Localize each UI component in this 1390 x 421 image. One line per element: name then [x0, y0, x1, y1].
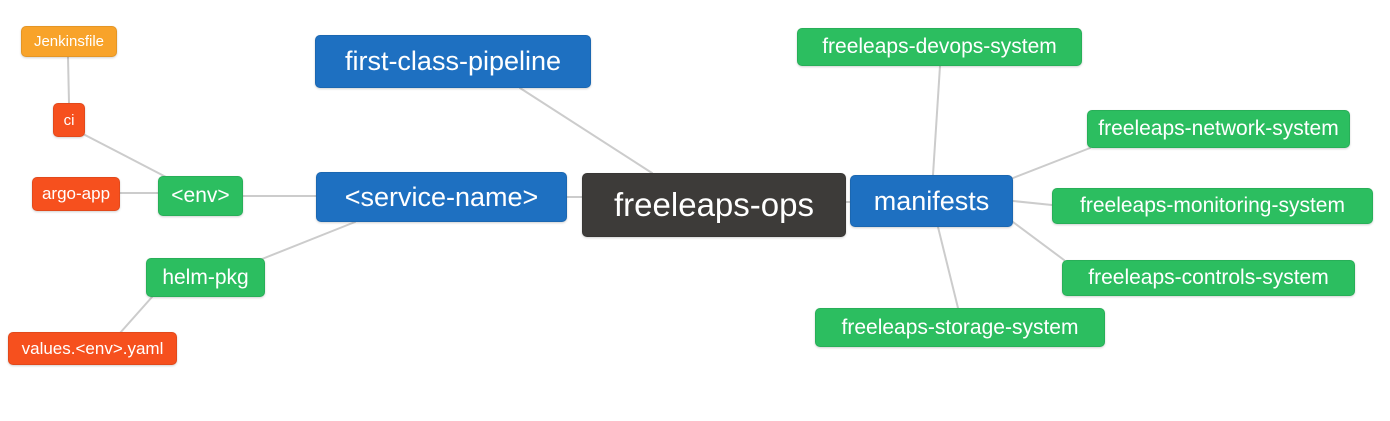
node-freeleaps-devops-system[interactable]: freeleaps-devops-system: [797, 28, 1082, 66]
edge-jenkinsfile-to-ci: [67, 56, 70, 104]
edge-ci-to-env: [84, 134, 167, 178]
edge-manifests-to-freeleaps-storage-system: [937, 226, 959, 309]
edge-manifests-to-freeleaps-monitoring-system: [1012, 200, 1053, 206]
node-manifests[interactable]: manifests: [850, 175, 1013, 227]
node-freeleaps-network-system[interactable]: freeleaps-network-system: [1087, 110, 1350, 148]
node-freeleaps-ops[interactable]: freeleaps-ops: [582, 173, 846, 237]
edge-helm-pkg-to-values-env-yaml: [119, 296, 153, 334]
node-first-class-pipeline[interactable]: first-class-pipeline: [315, 35, 591, 88]
edge-first-class-pipeline-to-freeleaps-ops: [519, 87, 653, 174]
node-argo-app[interactable]: argo-app: [32, 177, 120, 211]
node-values-env-yaml[interactable]: values.<env>.yaml: [8, 332, 177, 365]
node-helm-pkg[interactable]: helm-pkg: [146, 258, 265, 297]
node-freeleaps-controls-system[interactable]: freeleaps-controls-system: [1062, 260, 1355, 296]
edge-manifests-to-freeleaps-devops-system: [932, 65, 941, 176]
node-env[interactable]: <env>: [158, 176, 243, 216]
node-freeleaps-storage-system[interactable]: freeleaps-storage-system: [815, 308, 1105, 347]
node-freeleaps-monitoring-system[interactable]: freeleaps-monitoring-system: [1052, 188, 1373, 224]
node-ci[interactable]: ci: [53, 103, 85, 137]
edge-service-name-to-helm-pkg: [261, 221, 356, 260]
edge-manifests-to-freeleaps-network-system: [1012, 147, 1091, 179]
edge-manifests-to-freeleaps-controls-system: [1012, 221, 1065, 261]
node-service-name[interactable]: <service-name>: [316, 172, 567, 222]
node-jenkinsfile[interactable]: Jenkinsfile: [21, 26, 117, 57]
